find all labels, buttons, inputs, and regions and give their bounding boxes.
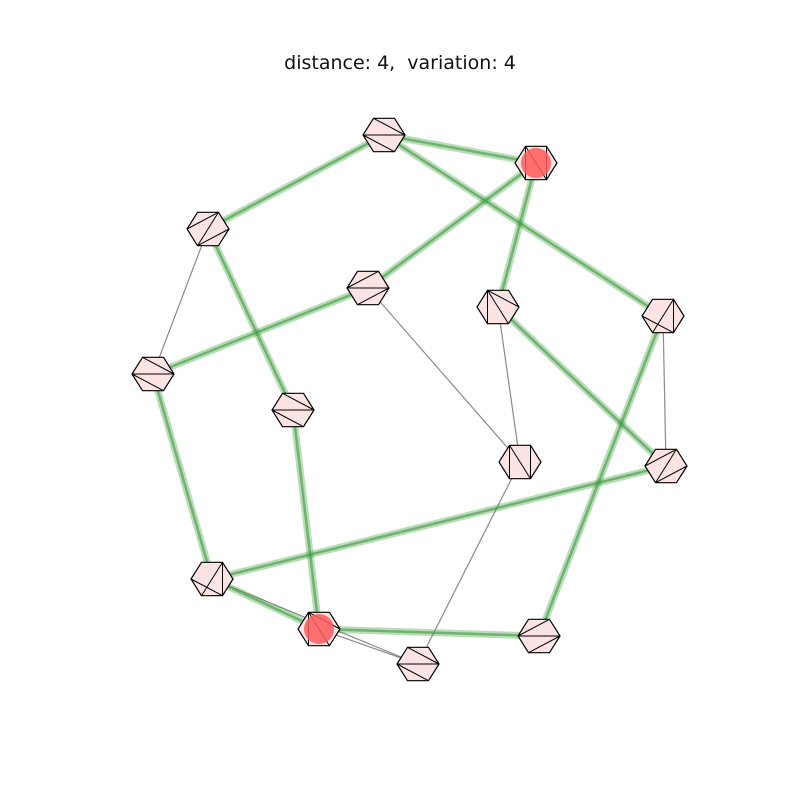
- graph-node-n12: [297, 611, 341, 647]
- nodes-layer: [131, 117, 688, 682]
- graph-node-n2: [514, 145, 558, 181]
- path-edge-n10-n13: [208, 462, 670, 583]
- graph-node-n11: [517, 618, 561, 654]
- path-edge-n5-n10: [494, 303, 670, 470]
- path-edge-n3-n8: [204, 225, 297, 414]
- path-edge-n4-n7: [149, 284, 372, 378]
- edge-n3-n7: [152, 228, 209, 375]
- path-edge-n11-n12: [315, 625, 543, 640]
- graph-node-n1: [362, 117, 406, 153]
- graph-node-n13: [190, 561, 234, 597]
- path-edge-n2-n4: [364, 159, 540, 292]
- path-edge-n2-n5: [494, 159, 540, 311]
- path-edge-n1-n3: [204, 131, 388, 233]
- path-edge-n7-n13: [149, 370, 216, 583]
- graph-node-n4: [346, 270, 390, 306]
- graph-node-n7: [131, 356, 175, 392]
- edge-n9-n14: [417, 461, 521, 665]
- path-edge-n12-n13: [208, 575, 323, 633]
- graph-node-n14: [396, 646, 440, 682]
- edge-n6-n10: [662, 315, 667, 467]
- path-edge-n6-n11: [535, 312, 667, 640]
- highlight-marker-n12: [304, 614, 334, 644]
- path-edge-n1-n2: [380, 131, 540, 167]
- graph-node-n5: [476, 289, 520, 325]
- graph-node-n6: [641, 298, 685, 334]
- path-edge-n1-n6: [380, 131, 667, 320]
- path-edge-n8-n12: [289, 406, 323, 633]
- graph-node-n10: [644, 448, 688, 484]
- highlight-marker-n2: [521, 148, 551, 178]
- edge-n4-n9: [367, 287, 521, 463]
- edge-n5-n9: [497, 306, 521, 463]
- graph-node-n8: [271, 392, 315, 428]
- graph-node-n9: [498, 444, 542, 480]
- graph-node-n3: [186, 211, 230, 247]
- diagram-title: distance: 4, variation: 4: [284, 52, 516, 74]
